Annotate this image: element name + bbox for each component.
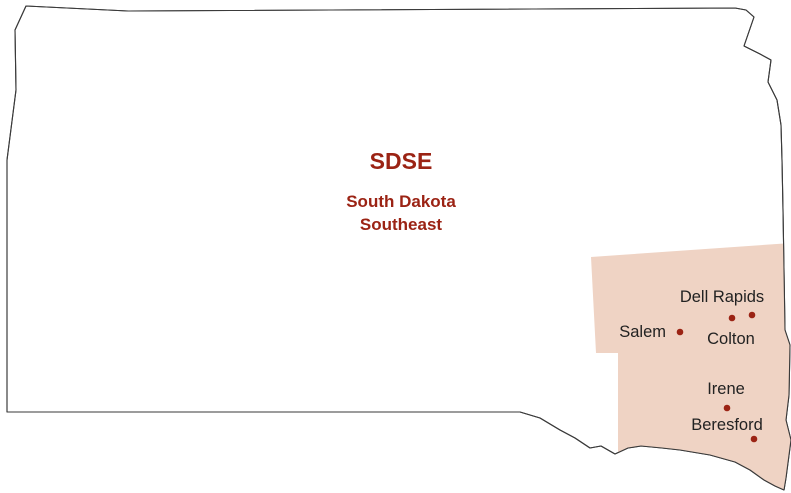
region-code: SDSE	[370, 148, 433, 174]
city-marker-colton: Colton	[707, 330, 755, 348]
city-dot-dell-rapids	[748, 311, 756, 319]
region-name-line-2: Southeast	[360, 215, 443, 234]
city-label-colton: Colton	[707, 330, 755, 348]
region-name-line-1: South Dakota	[346, 192, 456, 211]
city-marker-dell-rapids: Dell Rapids	[680, 288, 764, 322]
city-dot-salem	[676, 328, 684, 336]
city-label-irene: Irene	[707, 380, 745, 398]
southeast-region	[591, 243, 791, 490]
city-label-salem: Salem	[619, 323, 666, 341]
city-marker-irene: Irene	[707, 380, 745, 412]
city-dot-irene	[723, 404, 731, 412]
city-label-dell-rapids: Dell Rapids	[680, 288, 764, 306]
city-marker-salem: Salem	[619, 323, 684, 341]
state-border	[6, 5, 791, 491]
city-dot-beresford	[750, 435, 758, 443]
city-dot-dell-rapids-secondary	[728, 314, 736, 322]
city-marker-beresford: Beresford	[691, 416, 763, 443]
city-label-beresford: Beresford	[691, 416, 763, 434]
